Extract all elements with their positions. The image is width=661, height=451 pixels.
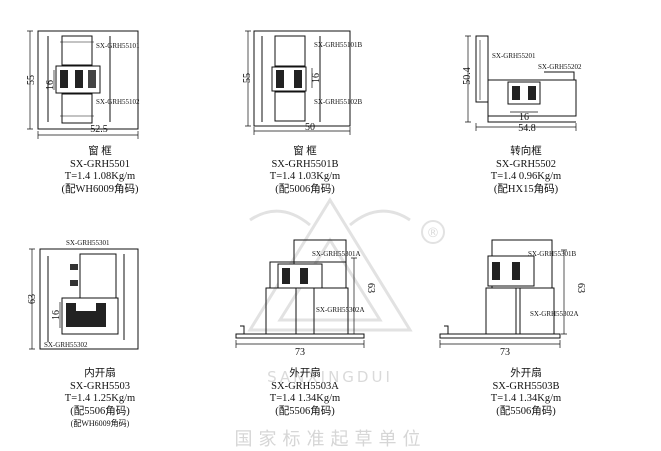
profile-section-6: [439, 239, 561, 339]
caption-section-6: 外开扇 SX-GRH5503B T=1.4 1.34Kg/m (配5506角码): [426, 368, 626, 418]
caption-code: SX-GRH5503A: [271, 380, 339, 392]
caption-note: (配5506角码): [496, 405, 556, 417]
watermark-brand: SANXINGDUI: [267, 368, 393, 386]
dimension-lines-6: [439, 249, 567, 348]
part-label-6b: SX-GRH55302A: [530, 310, 579, 318]
caption-note-2: (配WH6009角码): [70, 419, 130, 428]
watermark-text: 国家标准起草单位: [234, 429, 427, 450]
dim-height-1: 55: [26, 75, 37, 85]
part-label-3b: SX-GRH55202: [538, 63, 582, 71]
part-label-3a: SX-GRH55201: [492, 52, 536, 60]
caption-note: (配WH6009角码): [61, 183, 139, 195]
profile-section-4: [39, 248, 139, 350]
profile-section-1: [37, 30, 139, 130]
profile-section-5: [235, 239, 365, 339]
part-label-1a: SX-GRH55101: [96, 42, 140, 50]
caption-section-3: 转向框 SX-GRH5502 T=1.4 0.96Kg/m (配HX15角码): [426, 146, 626, 196]
part-label-6a: SX-GRH55301B: [528, 250, 577, 258]
caption-note: (配HX15角码): [493, 183, 559, 195]
caption-name: 内开扇: [84, 368, 116, 379]
part-label-4a: SX-GRH55301: [66, 239, 110, 247]
caption-weight: T=1.4 1.34Kg/m: [490, 393, 562, 404]
dim-inner-1: 16: [45, 80, 56, 90]
profile-section-2: [253, 30, 351, 127]
caption-name: 窗 框: [88, 146, 112, 157]
caption-code: SX-GRH5501B: [271, 158, 339, 170]
dim-inner-2: 16: [311, 73, 322, 83]
dim-height-5: 63: [365, 283, 376, 293]
caption-note: (配5506角码): [70, 405, 130, 417]
dim-height-2: 55: [242, 73, 253, 83]
caption-code: SX-GRH5501: [69, 158, 131, 170]
caption-section-4: 内开扇 SX-GRH5503 T=1.4 1.25Kg/m (配5506角码) …: [0, 368, 200, 431]
caption-note: (配5006角码): [275, 183, 335, 195]
profile-section-3: [475, 35, 577, 123]
caption-section-5: 外开扇 SX-GRH5503A T=1.4 1.34Kg/m (配5506角码): [205, 368, 405, 418]
part-label-4b: SX-GRH55302: [44, 341, 88, 349]
caption-weight: T=1.4 1.34Kg/m: [269, 393, 341, 404]
caption-section-2: 窗 框 SX-GRH5501B T=1.4 1.03Kg/m (配5006角码): [205, 146, 405, 196]
dim-inner-4: 16: [51, 310, 62, 320]
part-label-2a: SX-GRH55101B: [314, 41, 363, 49]
caption-code: SX-GRH5502: [495, 158, 557, 170]
caption-name: 外开扇: [510, 368, 542, 379]
caption-weight: T=1.4 1.08Kg/m: [64, 171, 136, 182]
dim-inner-3: 16: [519, 112, 529, 123]
dim-height-6: 63: [575, 283, 586, 293]
caption-weight: T=1.4 0.96Kg/m: [490, 171, 562, 182]
dimension-lines-2: [245, 30, 351, 135]
dimension-lines-3: [465, 35, 577, 131]
dimension-lines-5: [235, 257, 365, 348]
dim-height-4: 63: [27, 294, 38, 304]
dimension-lines-1: [27, 30, 139, 139]
dim-width-3: 54.8: [518, 123, 536, 134]
caption-code: SX-GRH5503: [69, 380, 131, 392]
caption-weight: T=1.4 1.03Kg/m: [269, 171, 341, 182]
part-label-5a: SX-GRH55301A: [312, 250, 361, 258]
dim-width-2: 50: [305, 122, 315, 133]
caption-weight: T=1.4 1.25Kg/m: [64, 393, 136, 404]
dim-width-1: 52.5: [90, 124, 108, 135]
part-label-5b: SX-GRH55302A: [316, 306, 365, 314]
part-label-1b: SX-GRH55102: [96, 98, 140, 106]
part-label-2b: SX-GRH55102B: [314, 98, 363, 106]
caption-note: (配5506角码): [275, 405, 335, 417]
dimension-lines-4: [29, 248, 61, 350]
caption-section-1: 窗 框 SX-GRH5501 T=1.4 1.08Kg/m (配WH6009角码…: [0, 146, 200, 196]
dim-width-5: 73: [295, 347, 305, 358]
caption-name: 转向框: [510, 146, 542, 157]
caption-name: 外开扇: [289, 368, 321, 379]
caption-name: 窗 框: [293, 146, 317, 157]
caption-code: SX-GRH5503B: [492, 380, 560, 392]
dim-width-6: 73: [500, 347, 510, 358]
dim-height-3: 50.4: [462, 67, 473, 85]
watermark-registered-mark: ®: [427, 226, 440, 241]
